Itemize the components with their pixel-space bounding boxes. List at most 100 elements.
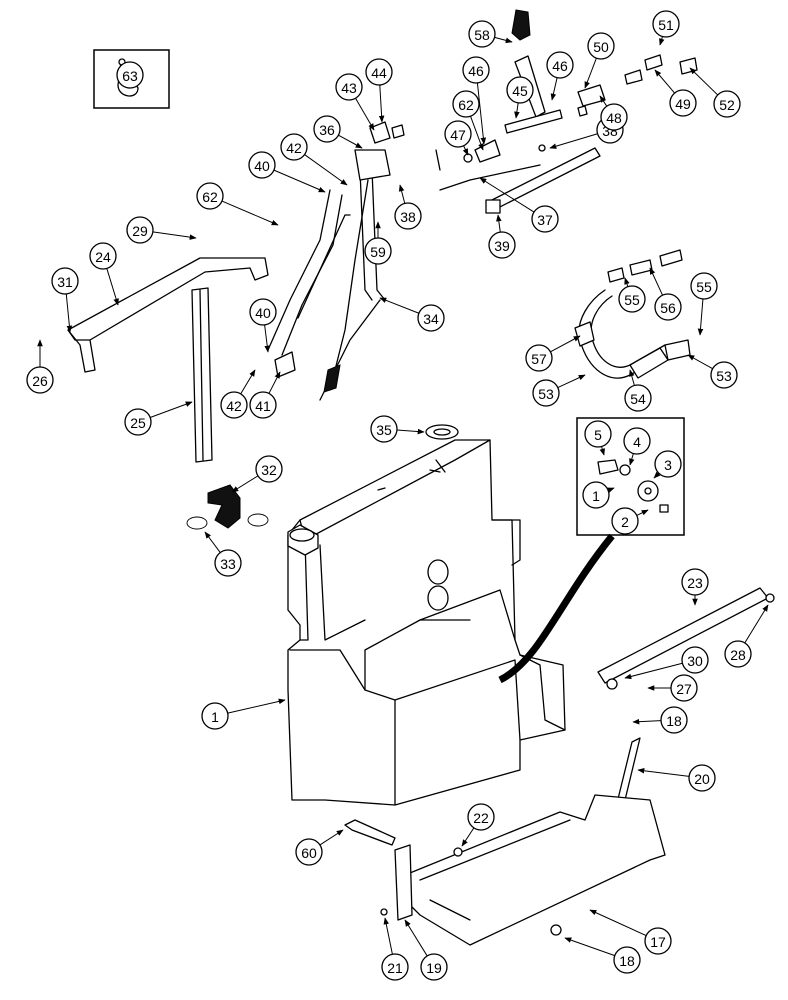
leader-line (398, 184, 406, 204)
callout-35: 35 (370, 415, 425, 443)
callout-31: 31 (51, 267, 79, 333)
callout-number: 38 (400, 209, 416, 225)
leader-line (637, 768, 690, 777)
fuel-line-parts (369, 9, 698, 214)
shield-17 (394, 794, 666, 946)
leader-line (227, 698, 286, 714)
callout-29: 29 (126, 216, 197, 244)
callout-number: 62 (458, 97, 474, 113)
callout-17: 17 (589, 909, 672, 955)
callout-24: 24 (89, 242, 119, 306)
callout-circle (201, 702, 229, 730)
leader-line (338, 134, 363, 149)
callout-number: 25 (130, 415, 146, 431)
leader-line (687, 354, 713, 370)
leader-line (479, 177, 535, 213)
callout-number: 37 (537, 212, 553, 228)
callout-number: 53 (538, 386, 554, 402)
callout-number: 20 (694, 771, 710, 787)
callout-circle (688, 764, 716, 792)
callout-circle (669, 89, 697, 117)
callout-number: 57 (531, 351, 547, 367)
leader-line (624, 277, 630, 287)
callout-circle (248, 151, 276, 179)
callout-circle (613, 946, 641, 974)
callout-62: 62 (196, 182, 279, 226)
callout-circle (196, 182, 224, 210)
callout-number: 34 (423, 311, 439, 327)
leader-line (150, 401, 193, 418)
callout-30: 30 (624, 646, 709, 680)
leader-line (632, 718, 662, 725)
leader-line (607, 487, 615, 493)
leader-line (268, 371, 281, 394)
callout-58: 58 (468, 20, 513, 48)
callout-5: 5 (584, 420, 612, 456)
leader-line (221, 200, 279, 226)
callout-18: 18 (632, 706, 688, 734)
callout-number: 41 (255, 398, 271, 414)
callout-circle (623, 427, 651, 455)
leader-line (65, 293, 73, 333)
callout-63: 63 (116, 61, 144, 89)
callout-number: 42 (226, 398, 242, 414)
callout-23: 23 (681, 568, 709, 606)
callout-27: 27 (647, 674, 698, 702)
callout-2: 2 (611, 507, 649, 535)
callout-circle (587, 32, 615, 60)
callout-circle (220, 391, 248, 419)
callout-circle (26, 366, 54, 394)
callout-number: 40 (255, 305, 271, 321)
callout-circle (488, 231, 516, 259)
callout-number: 48 (606, 110, 622, 126)
filler-tube (267, 189, 351, 378)
callout-43: 43 (335, 73, 375, 131)
leader-line (304, 154, 348, 186)
callout-number: 44 (371, 65, 387, 81)
callout-1: 1 (201, 698, 286, 730)
leader-line (273, 169, 326, 193)
callout-circle (618, 285, 646, 313)
callout-circle (681, 568, 709, 596)
leader-line (624, 662, 683, 680)
callout-circle (394, 202, 422, 230)
callout-26: 26 (26, 339, 54, 394)
callout-number: 35 (376, 422, 392, 438)
callout-circle (670, 674, 698, 702)
callout-number: 49 (675, 96, 691, 112)
leader-line (514, 102, 520, 119)
callout-number: 32 (261, 462, 277, 478)
callout-20: 20 (637, 764, 716, 792)
callout-50: 50 (584, 32, 615, 89)
callout-number: 5 (594, 427, 602, 443)
leader-line (240, 369, 256, 395)
callout-circle (611, 507, 639, 535)
callout-circle (713, 90, 741, 118)
callout-number: 63 (122, 68, 138, 84)
callout-40: 40 (248, 151, 326, 193)
callout-55: 55 (618, 277, 646, 313)
callout-number: 23 (687, 575, 703, 591)
callout-circle (365, 58, 393, 86)
leader-line (744, 604, 769, 644)
callout-21: 21 (381, 917, 409, 981)
bolt-60 (344, 819, 396, 846)
callout-circle (116, 61, 144, 89)
callout-41: 41 (249, 371, 281, 419)
leader-line (689, 67, 719, 96)
callout-circle (690, 272, 718, 300)
callout-circle (452, 90, 480, 118)
callout-22: 22 (461, 803, 495, 847)
leader-line (649, 267, 664, 296)
callout-number: 33 (220, 556, 236, 572)
callout-number: 50 (593, 39, 609, 55)
callout-number: 40 (254, 158, 270, 174)
callout-38: 38 (394, 184, 422, 230)
callout-circle (364, 237, 392, 265)
leader-line (383, 917, 393, 955)
callout-51: 51 (652, 10, 680, 46)
leader-line (654, 69, 675, 94)
callout-circle (467, 803, 495, 831)
callout-42: 42 (280, 133, 348, 186)
